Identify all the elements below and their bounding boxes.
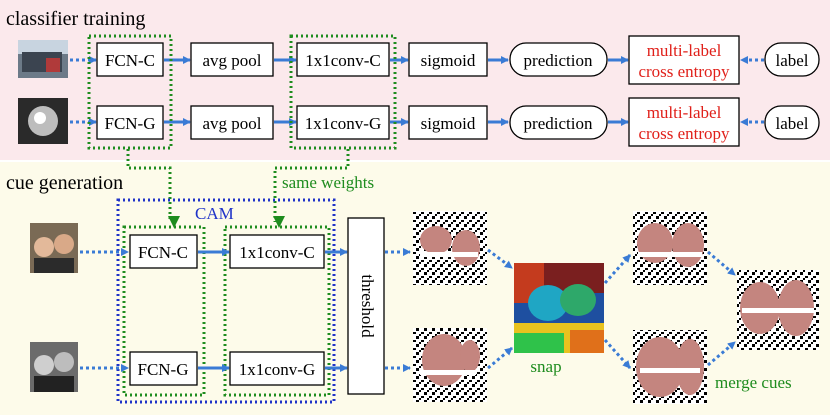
- conv-g-box: [296, 105, 390, 140]
- cam-label: CAM: [195, 204, 234, 223]
- cue-conv-c-box: [229, 234, 325, 269]
- loss-line1-g: multi-label: [647, 103, 722, 122]
- person-gray-photo-icon: [30, 342, 78, 392]
- cam-fcn-group: [122, 225, 206, 397]
- training-row-c: FCN-C avg pool 1x1conv-C sigmoid predict…: [18, 35, 820, 85]
- avg-pool-label: avg pool: [202, 51, 261, 70]
- conv-weight-group: [289, 34, 397, 150]
- cue-fcn-c-box: [129, 234, 198, 269]
- threshold-label: threshold: [358, 274, 377, 338]
- mask-c-image: [413, 211, 487, 285]
- snap-superpixel-image: [514, 263, 604, 353]
- same-weights-label: same weights: [282, 173, 374, 192]
- shared-weight-arrow-conv: [273, 149, 350, 228]
- fcn-c-label: FCN-C: [105, 51, 155, 70]
- conv-c-label: 1x1conv-C: [305, 51, 381, 70]
- snapped-mask-c-image: [633, 211, 707, 285]
- snap-label: snap: [530, 357, 561, 376]
- conv-c-box: [296, 42, 390, 77]
- snapped-mask-g-image: [633, 330, 707, 404]
- cue-conv-c-label: 1x1conv-C: [239, 243, 315, 262]
- sigmoid-box-g: [408, 105, 488, 140]
- label-label: label: [775, 51, 808, 70]
- label-box-g: [764, 105, 820, 140]
- fcn-weight-group: [87, 34, 173, 150]
- cue-conv-g-label: 1x1conv-G: [239, 360, 315, 379]
- threshold-box: [347, 217, 385, 395]
- cam-group: [116, 198, 336, 404]
- prediction-label: prediction: [524, 51, 593, 70]
- training-row-g: FCN-G avg pool 1x1conv-G sigmoid predict…: [18, 97, 820, 147]
- loss-box-g: [628, 97, 740, 147]
- fcn-g-box: [96, 105, 164, 140]
- sigmoid-label-g: sigmoid: [421, 114, 476, 133]
- label-label-g: label: [775, 114, 808, 133]
- mask-g-image: [413, 328, 487, 402]
- loss-line1: multi-label: [647, 41, 722, 60]
- loss-line2-g: cross entropy: [638, 124, 730, 143]
- prediction-box: [509, 42, 608, 77]
- camera-gray-photo-icon: [18, 98, 68, 144]
- cue-conv-g-box: [229, 351, 325, 386]
- sigmoid-box: [408, 42, 488, 77]
- cue-fcn-g-box: [129, 351, 198, 386]
- avg-pool-label-g: avg pool: [202, 114, 261, 133]
- training-section-title: classifier training: [6, 8, 145, 30]
- avg-pool-box: [190, 42, 274, 77]
- loss-box: [628, 35, 740, 85]
- shared-weight-arrow-fcn: [126, 149, 180, 228]
- cam-conv-group: [223, 225, 331, 397]
- person-color-photo-icon: [30, 223, 78, 273]
- conv-g-label: 1x1conv-G: [305, 114, 381, 133]
- fcn-c-box: [96, 42, 164, 77]
- loss-line2: cross entropy: [638, 62, 730, 81]
- prediction-box-g: [509, 105, 608, 140]
- merged-cue-image: [737, 270, 819, 350]
- label-box: [764, 42, 820, 77]
- merge-cues-label: merge cues: [715, 373, 792, 392]
- prediction-label-g: prediction: [524, 114, 593, 133]
- cue-section-title: cue generation: [6, 172, 123, 194]
- camera-photo-icon: [18, 40, 68, 78]
- cue-fcn-g-label: FCN-G: [137, 360, 188, 379]
- sigmoid-label: sigmoid: [421, 51, 476, 70]
- fcn-g-label: FCN-G: [104, 114, 155, 133]
- cue-fcn-c-label: FCN-C: [138, 243, 188, 262]
- avg-pool-box-g: [190, 105, 274, 140]
